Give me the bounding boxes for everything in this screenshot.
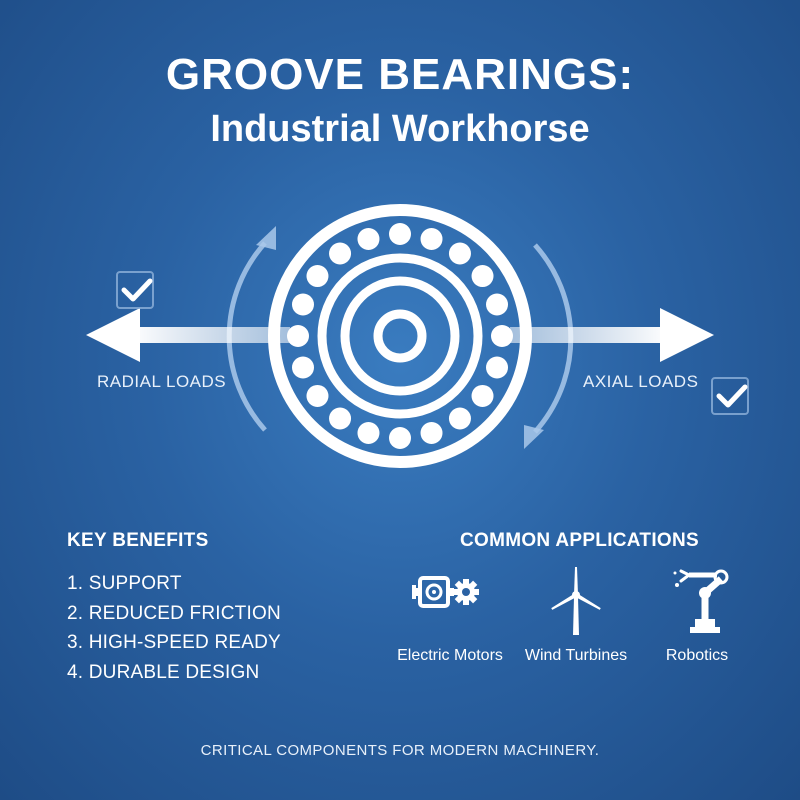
checkbox-axial: [711, 377, 749, 415]
rotation-arrowhead-left: [256, 226, 276, 250]
right-arrow-shaft: [510, 327, 670, 343]
app-wind-turbines: Wind Turbines: [506, 565, 646, 665]
bearing-ball: [471, 265, 494, 288]
bearing-ball: [420, 227, 443, 250]
benefits-list: 1. SUPPORT 2. REDUCED FRICTION 3. HIGH-S…: [67, 572, 281, 690]
benefit-item: 4. DURABLE DESIGN: [67, 661, 260, 683]
bearing-ball: [291, 356, 314, 379]
title-line-2: Industrial Workhorse: [210, 108, 590, 150]
app-label: Robotics: [665, 647, 729, 664]
bearing-ball: [389, 223, 411, 245]
bearing-ball: [471, 384, 494, 407]
footer-tagline: CRITICAL COMPONENTS FOR MODERN MACHINERY…: [200, 742, 600, 759]
axial-loads-label: AXIAL LOADS: [583, 372, 699, 391]
rotation-arrowhead-right: [524, 425, 544, 449]
bearing-icon: [268, 204, 532, 468]
benefit-item: 1. SUPPORT: [67, 573, 182, 594]
key-benefits-heading: KEY BENEFITS: [67, 530, 209, 551]
bearing-ball: [329, 242, 352, 265]
app-robotics: Robotics: [627, 565, 767, 665]
bearing-ball: [357, 422, 380, 445]
bearing-ball: [357, 227, 380, 250]
bearing-ball: [448, 242, 471, 265]
app-label: Electric Motors: [397, 647, 503, 664]
robot-arm-icon: [673, 569, 729, 633]
electric-motor-icon: [412, 576, 479, 608]
check-icon: [121, 278, 153, 302]
radial-loads-label: RADIAL LOADS: [97, 372, 227, 391]
bearing-ball: [486, 356, 509, 379]
ball-ring: [287, 223, 513, 449]
bearing-ball: [491, 325, 513, 347]
checkbox-radial: [116, 271, 154, 309]
app-label: Wind Turbines: [524, 647, 628, 664]
app-electric-motors: Electric Motors: [380, 565, 520, 665]
bearing-ball: [306, 384, 329, 407]
benefit-item: 2. REDUCED FRICTION: [67, 602, 281, 624]
bearing-ball: [287, 325, 309, 347]
bearing-ball: [420, 422, 443, 445]
common-applications-heading: COMMON APPLICATIONS: [460, 530, 699, 551]
bearing-ball: [329, 407, 352, 430]
bearing-ball: [291, 293, 314, 316]
left-arrow-shaft: [130, 327, 290, 343]
left-arrowhead: [86, 308, 140, 362]
bearing-ball: [486, 293, 509, 316]
bearing-ball: [306, 265, 329, 288]
wind-turbine-icon: [551, 567, 601, 635]
title-line-1: GROOVE BEARINGS:: [165, 50, 635, 99]
right-arrowhead: [660, 308, 714, 362]
bearing-ball: [389, 427, 411, 449]
benefit-item: 3. HIGH-SPEED READY: [67, 632, 281, 653]
bearing-ball: [448, 407, 471, 430]
check-icon: [716, 384, 748, 408]
